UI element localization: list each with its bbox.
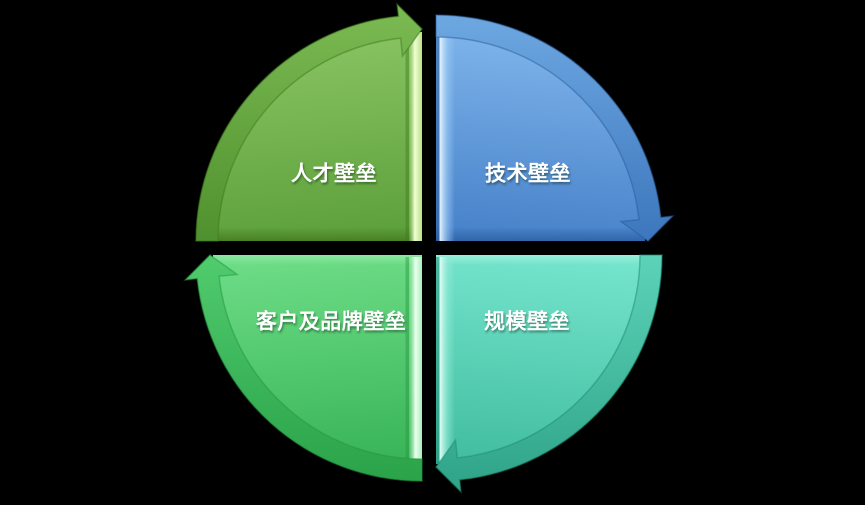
segment-edge-highlight <box>439 32 455 241</box>
segment-bottom-bevel <box>436 227 645 241</box>
segment-arrow-band <box>435 14 675 242</box>
segment-body <box>436 255 645 464</box>
segment-edge-shade-line <box>405 32 409 241</box>
segment-arrow-band <box>183 254 423 482</box>
segment-bottom-right-scale: 规模壁垒 <box>435 254 663 494</box>
segment-arrow-band <box>195 2 423 242</box>
segment-body <box>436 32 645 241</box>
segment-top-bevel <box>213 255 422 265</box>
segment-label: 技术壁垒 <box>485 162 571 186</box>
segment-bottom-bevel <box>213 227 422 241</box>
segment-label: 规模壁垒 <box>484 310 570 334</box>
segment-edge-shade-line <box>405 257 409 464</box>
segment-edge-highlight <box>409 32 422 241</box>
segment-top-right-technology: 技术壁垒 <box>435 14 675 242</box>
segment-label: 客户及品牌壁垒 <box>256 310 407 334</box>
segment-bottom-left-customer-brand: 客户及品牌壁垒 <box>183 254 423 482</box>
segment-top-bevel <box>436 255 645 265</box>
segment-body <box>213 32 422 241</box>
segment-top-left-talent: 人才壁垒 <box>195 2 423 242</box>
segment-edge-highlight <box>409 257 422 464</box>
segment-body <box>213 255 422 464</box>
segment-label: 人才壁垒 <box>291 162 377 186</box>
segment-edge-shade-line <box>436 257 440 464</box>
segment-arrow-band <box>435 254 663 494</box>
segment-edge-highlight <box>439 257 455 464</box>
segment-edge-shade-line <box>436 32 440 241</box>
